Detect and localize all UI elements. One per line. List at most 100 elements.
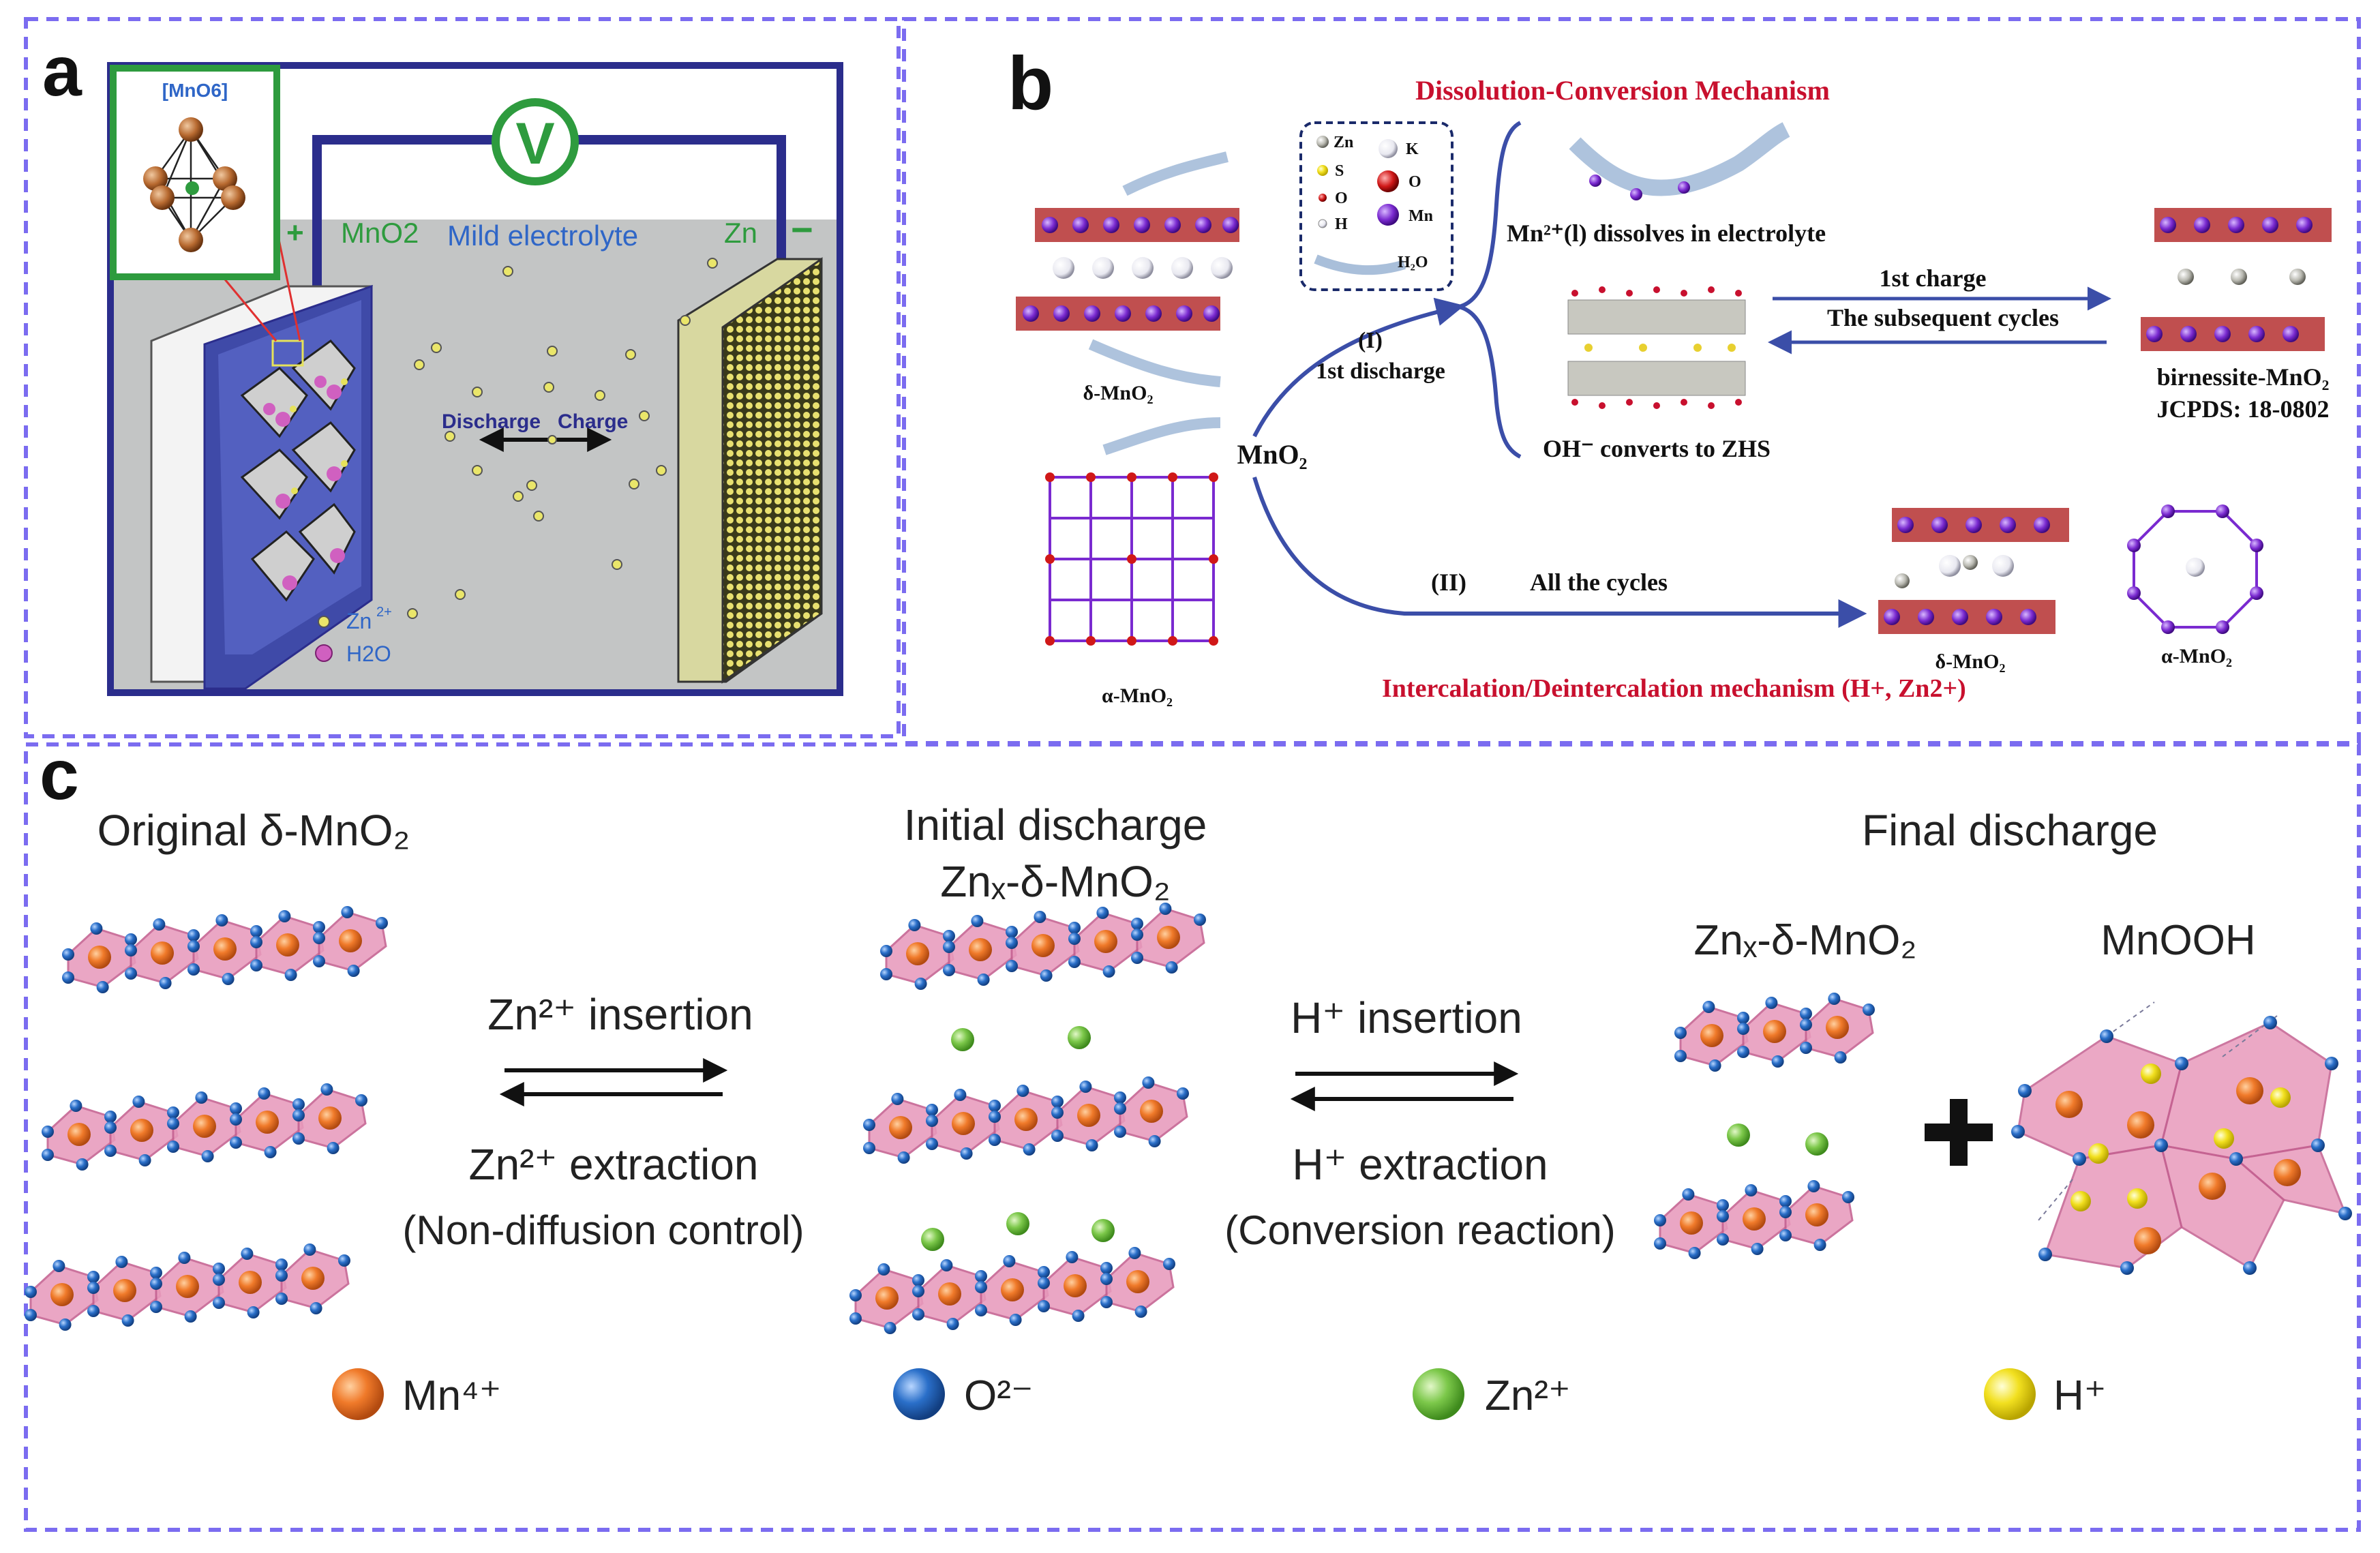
alpha-left-water (1102, 417, 1221, 455)
arrow-zn-ion (547, 435, 557, 444)
o-ion (1034, 911, 1046, 923)
mn-ion (50, 1283, 74, 1306)
o-ion (1765, 997, 1778, 1009)
legend-h-icon-c (1984, 1368, 2036, 1420)
o-ion (943, 930, 955, 942)
o-ion (230, 1113, 242, 1126)
o-ion (1717, 1210, 1729, 1222)
legend-mn4-label: Mn⁴⁺ (402, 1372, 502, 1419)
unit-cell-highlight (271, 340, 304, 367)
mn-ion (1001, 1278, 1024, 1301)
o-ion (347, 965, 360, 977)
o-ion (187, 963, 200, 976)
o-ion (1800, 1042, 1812, 1054)
o-ion (121, 1314, 134, 1327)
legend-o2-icon (893, 1368, 945, 1420)
legend-k-icon (1379, 139, 1398, 158)
o-ion (187, 940, 200, 952)
delta-mno2-right-structure (1878, 508, 2069, 634)
legend-box (1299, 121, 1453, 291)
mn-ion (1826, 1016, 1849, 1039)
o-ion (1654, 1237, 1666, 1250)
o-ion (1038, 1300, 1050, 1312)
o-ion (1006, 937, 1018, 949)
zoom-line-1 (224, 279, 277, 342)
o-ion (1654, 1214, 1666, 1226)
o-ion (1163, 1258, 1175, 1270)
birnessite-structure (2141, 208, 2332, 351)
o-ion (310, 1302, 322, 1314)
o-ion (1800, 1019, 1812, 1031)
legend-mn: Mn (1409, 207, 1433, 225)
o-ion (1688, 1247, 1701, 1259)
mno2-layers (25, 903, 1875, 1334)
o-ion (62, 971, 74, 984)
o-ion (1159, 903, 1172, 915)
o-ion (897, 1151, 910, 1164)
o-ion (1745, 1184, 1758, 1196)
mn-ion (938, 1282, 961, 1306)
legend-h-label-c: H⁺ (2053, 1372, 2107, 1419)
o-ion (222, 973, 235, 985)
o-ion (1009, 1314, 1022, 1326)
o-ion (213, 1263, 225, 1275)
o-ion (1165, 961, 1178, 974)
birnessite-label: birnessite-MnO₂ (2157, 363, 2330, 391)
o-ion (960, 1147, 973, 1160)
col1-title: Original δ-MnO₂ (97, 806, 410, 855)
mn-ion (113, 1279, 136, 1302)
o-ion (52, 1260, 65, 1272)
o-ion (926, 1138, 938, 1150)
mn-ion (239, 1271, 262, 1294)
o-ion (863, 1142, 875, 1154)
o-ion (891, 1093, 904, 1105)
legend-water-icon (1314, 254, 1406, 275)
o-atom-top (179, 117, 203, 142)
legend-zn2-label: Zn²⁺ (1485, 1372, 1571, 1419)
o-ion (1737, 1046, 1749, 1058)
oh-zhs-label: OH⁻ converts to ZHS (1543, 435, 1771, 462)
electrolyte-label: Mild electrolyte (447, 220, 638, 252)
o-ion (1051, 1106, 1064, 1119)
o-atom-bottom (179, 228, 203, 252)
o-ion (1068, 922, 1081, 934)
o-ion (1131, 952, 1143, 964)
big-plus-v (1950, 1099, 1968, 1166)
voltmeter (492, 98, 579, 185)
o-ion (355, 1094, 367, 1106)
o-ion (42, 1126, 54, 1138)
o-ion (150, 1267, 162, 1279)
dissolve-water (1569, 122, 1790, 196)
o-ion (1114, 1126, 1126, 1138)
minus-sign: − (791, 208, 813, 251)
o-ion (912, 1308, 924, 1321)
o-ion (989, 1134, 1001, 1146)
mn-ion (1805, 1203, 1828, 1226)
o-ion (1102, 965, 1115, 978)
legend-h-icon (1318, 219, 1327, 228)
o-ion (338, 1254, 350, 1267)
mn-ion (952, 1112, 975, 1135)
o-ion (1100, 1296, 1113, 1308)
charge-label: Charge (558, 410, 628, 433)
subsequent-label: The subsequent cycles (1827, 304, 2059, 331)
col3-sub2: MnOOH (2100, 917, 2255, 964)
o-ion (264, 1146, 277, 1158)
o-ion (1068, 933, 1081, 945)
delta-mno2-left-label: δ-MnO₂ (1083, 382, 1154, 404)
o-ion (1066, 1251, 1079, 1263)
jcpds-label: JCPDS: 18-0802 (2157, 395, 2330, 423)
path-1-number: (I) (1358, 328, 1383, 353)
o-ion (1131, 929, 1143, 941)
o-ion (167, 1117, 179, 1130)
legend-h2o-dot (315, 644, 333, 662)
o-ion (1751, 1243, 1764, 1255)
o-ion (989, 1111, 1001, 1123)
o-ion (275, 1269, 288, 1282)
o-ion (184, 1310, 197, 1323)
o-ion (96, 981, 109, 993)
o-ion (1779, 1206, 1792, 1218)
mn-ion (889, 1116, 912, 1139)
o-ion (1674, 1027, 1687, 1039)
